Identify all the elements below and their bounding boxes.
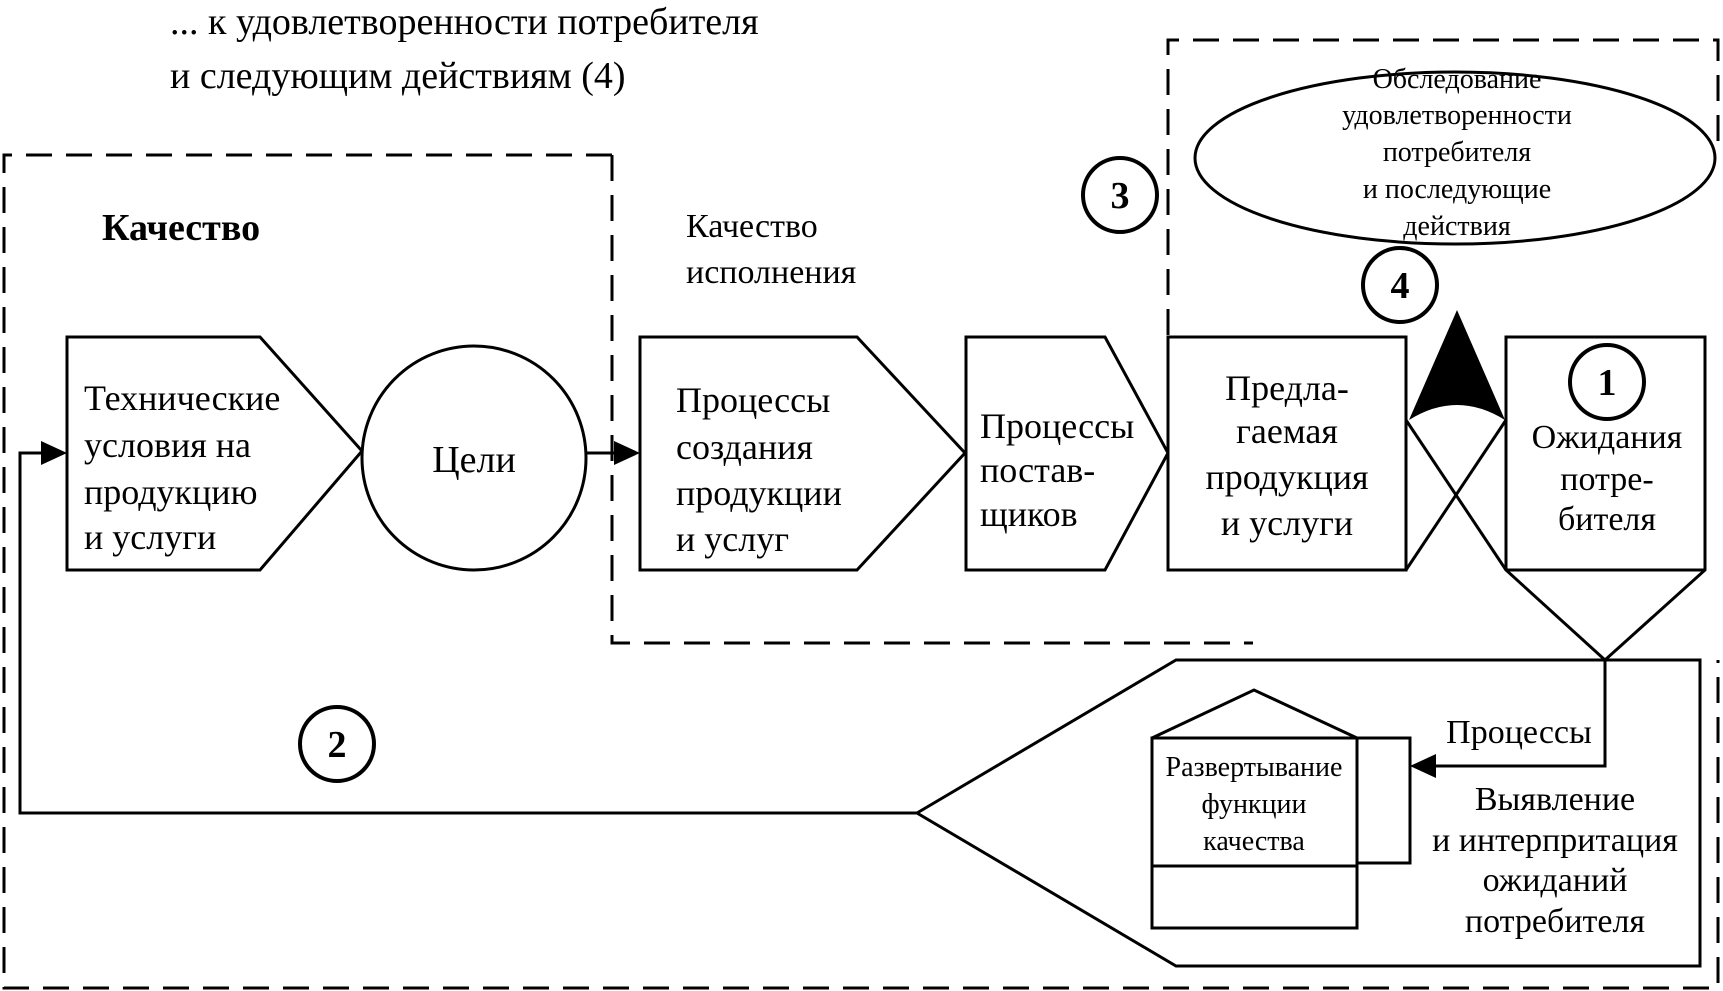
supplier-processes-shape [964,335,1170,572]
goals-circle [360,344,588,572]
marker-3-label: 3 [1111,175,1130,217]
tech-conditions-line-1: Технические [84,378,280,418]
header: ... к удовлетворенности потребителя и сл… [170,1,759,97]
tech-conditions-shape [65,335,364,572]
production-processes-line-4: и услуг [676,519,789,559]
performance-quality-label-2: исполнения [686,254,857,291]
offered-product-box [1166,335,1408,572]
identification-line-2: и интерпритация [1432,822,1678,859]
qfd-block: Развертывание функции качества [1150,688,1412,930]
supplier-processes-line-3: щиков [980,494,1078,534]
identification-line-1: Выявление [1475,781,1635,818]
marker-4-circle [1361,246,1439,324]
production-processes-shape [638,335,968,572]
customer-expectations-line-2: потре- [1560,461,1653,498]
satisfaction-survey-ellipse [1193,70,1717,246]
qfd-line-1: Развертывание [1166,752,1343,783]
arrow-goals-head [614,441,640,465]
offered-product-block: Предла- гаемая продукция и услуги [1166,335,1408,572]
satisfaction-survey-line-1: Обследование [1373,64,1542,95]
processes-arrow-head [1410,754,1436,778]
customer-expectations-block: Ожидания потре- бителя [1504,335,1707,663]
processes-label: Процессы [1446,714,1592,751]
production-processes-line-2: создания [676,427,813,467]
marker-3-circle [1081,156,1159,234]
satisfaction-survey-line-3: потребителя [1383,137,1531,168]
marker-3: 3 [1081,156,1159,234]
performance-frame [610,155,1253,645]
qfd-house-roof [1151,688,1358,740]
supplier-processes-block: Процессы постав- щиков [964,335,1170,572]
tech-conditions-line-3: продукцию [84,472,257,512]
satisfaction-frame [1166,38,1720,335]
marker-2-label: 2 [328,724,347,766]
supplier-processes-line-1: Процессы [980,406,1134,446]
dashed-frames [2,38,1720,990]
marker-4: 4 [1361,246,1439,324]
marker-1-circle [1568,343,1646,421]
cross-line-2 [1404,419,1508,571]
production-processes-line-1: Процессы [676,380,830,420]
identification-text: Выявление и интерпритация ожиданий потре… [1432,781,1678,940]
customer-expectations-shape [1504,335,1707,663]
processes-connector [1430,660,1607,768]
offered-product-line-3: продукция [1205,457,1368,497]
customer-expectations-line-3: бителя [1558,501,1656,538]
satisfaction-survey-line-4: и последующие [1363,174,1551,205]
tech-conditions-line-2: условия на [84,425,251,465]
goals-block: Цели [360,344,588,572]
satisfaction-survey-line-5: действия [1403,211,1511,242]
performance-quality-label-1: Качество [686,208,818,245]
header-line-2: и следующим действиям (4) [170,55,626,97]
marker-2-circle [298,705,376,783]
marker-1-label: 1 [1598,362,1617,404]
qfd-line-3: качества [1203,826,1305,857]
qfd-house-body [1150,736,1359,930]
quality-frame [2,153,1720,990]
satisfaction-survey-block: Обследование удовлетворенности потребите… [1193,64,1717,246]
tech-conditions-block: Технические условия на продукцию и услуг… [65,335,364,572]
tech-conditions-line-4: и услуги [84,517,216,557]
feedback-loop-arrow-head [41,441,67,465]
customer-expectations-line-1: Ожидания [1532,419,1683,456]
identification-line-3: ожиданий [1483,862,1628,899]
feedback-loop-line [18,451,917,815]
comparison-triangle-icon [1409,310,1505,420]
offered-product-line-4: и услуги [1221,503,1353,543]
marker-4-label: 4 [1391,265,1410,307]
marker-2: 2 [298,705,376,783]
qfd-line-2: функции [1202,789,1307,820]
satisfaction-survey-line-2: удовлетворенности [1342,100,1572,131]
goals-label: Цели [432,439,516,481]
offered-product-line-2: гаемая [1236,411,1338,451]
production-processes-block: Процессы создания продукции и услуг [638,335,968,572]
marker-1: 1 [1568,343,1646,421]
identification-line-4: потребителя [1465,903,1646,940]
production-processes-line-3: продукции [676,473,842,513]
supplier-processes-line-2: постав- [980,450,1095,490]
offered-product-line-1: Предла- [1225,368,1349,408]
quality-label: Качество [102,207,260,249]
header-line-1: ... к удовлетворенности потребителя [170,1,759,43]
